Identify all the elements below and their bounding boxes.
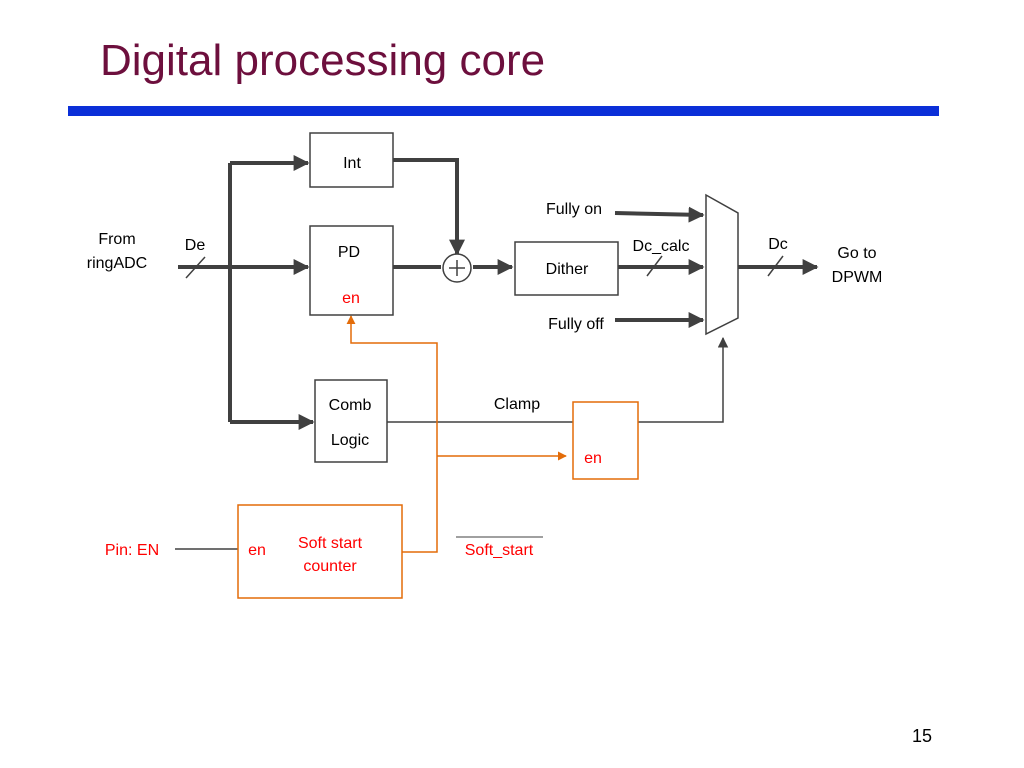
int-label: Int (343, 155, 361, 172)
dither-label: Dither (546, 261, 589, 278)
summing-junction (442, 253, 472, 283)
slide-title: Digital processing core (100, 36, 546, 85)
comb-logic-block (314, 379, 388, 463)
comb-label-line1: Comb (329, 397, 372, 414)
comb-label-line2: Logic (331, 432, 369, 449)
int-output-wire (393, 158, 465, 256)
clamp-block (572, 401, 639, 480)
clamp-enable-label: en (584, 450, 602, 467)
from-label-line2: ringADC (87, 255, 147, 272)
bus-slashes (185, 255, 784, 279)
pd-label: PD (338, 244, 360, 261)
dc-calc-label: Dc_calc (633, 238, 690, 255)
pd-enable-label: en (342, 290, 360, 307)
mux-block (705, 193, 739, 336)
title-rule (68, 106, 939, 116)
clamp-label: Clamp (494, 396, 540, 413)
de-label: De (185, 237, 206, 254)
go-to-label-line2: DPWM (832, 269, 883, 286)
dc-label: Dc (768, 236, 788, 253)
clamp-to-mux-wire (638, 336, 729, 423)
soft-start-signal-label: Soft_start (465, 542, 534, 559)
fully-on-label: Fully on (546, 201, 602, 218)
slide-number: 15 (912, 726, 933, 746)
control-wires (175, 315, 729, 553)
int-block (309, 132, 394, 188)
from-label-line1: From (98, 231, 135, 248)
soft-start-counter-block (237, 504, 403, 599)
pd-block (309, 225, 394, 316)
fully-on-wire (614, 206, 705, 223)
soft-start-counter-label-line1: Soft start (298, 535, 363, 552)
fully-off-label: Fully off (548, 316, 604, 333)
bus-wires (178, 155, 819, 430)
pin-en-label: Pin: EN (105, 542, 159, 559)
go-to-label-line1: Go to (837, 245, 876, 262)
soft-start-counter-label-line2: counter (303, 558, 357, 575)
soft-start-wire (346, 315, 438, 553)
dither-block (514, 241, 619, 296)
soft-start-enable-label: en (248, 542, 266, 559)
